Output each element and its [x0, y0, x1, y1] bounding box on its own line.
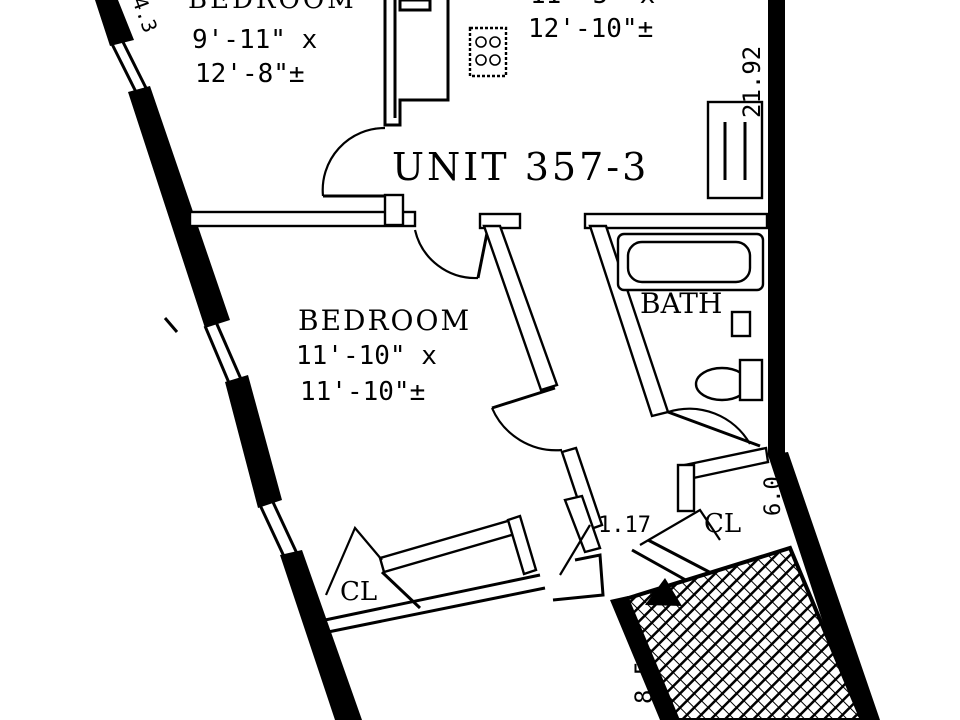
toilet — [694, 310, 764, 402]
tick-mark — [163, 317, 179, 333]
stair-hatch — [610, 545, 865, 720]
right-edge-dim-lower: 6.0 — [761, 476, 786, 516]
bedroom-dim-width: 11'-10" x — [296, 341, 437, 371]
bedroom-name: BEDROOM — [298, 304, 471, 337]
hall-partition-left — [482, 224, 604, 532]
top-left-dim-width: 9'-11" x — [192, 25, 317, 55]
hall-door-swing — [490, 386, 563, 452]
bottom-dim: 8.5 — [630, 661, 658, 704]
hall-closet — [552, 494, 605, 602]
top-right-dim-width: 11'-5" x — [530, 0, 655, 10]
top-left-room-name: BEDROOM — [188, 0, 357, 15]
lower-right-closet — [631, 446, 770, 590]
top-left-door-swing — [321, 126, 390, 198]
bath-label: BATH — [640, 287, 722, 320]
unit-label: UNIT 357-3 — [392, 145, 649, 189]
top-right-dim-length: 12'-10"± — [528, 14, 653, 44]
bedroom-dim-length: 11'-10"± — [300, 377, 425, 407]
left-exterior-wall — [95, 0, 362, 720]
range-appliance — [468, 26, 508, 78]
wall-cabinet — [706, 100, 764, 200]
right-exterior-wall — [768, 0, 880, 720]
closet-left-label: CL — [340, 577, 377, 607]
bathtub — [616, 232, 765, 292]
top-left-dim-length: 12'-8"± — [195, 59, 305, 89]
lower-left-closet — [324, 514, 546, 634]
closet-right-label: CL — [704, 509, 741, 539]
horizontal-interior-wall — [188, 193, 769, 230]
bedroom-door-swing — [413, 227, 490, 280]
top-left-closet — [383, 0, 450, 127]
right-edge-dim-upper: 21.92 — [738, 46, 766, 118]
center-dim: 1.17 — [598, 513, 651, 538]
corner-dim: 4.3 — [127, 0, 162, 36]
bath-door-swing — [667, 407, 761, 448]
